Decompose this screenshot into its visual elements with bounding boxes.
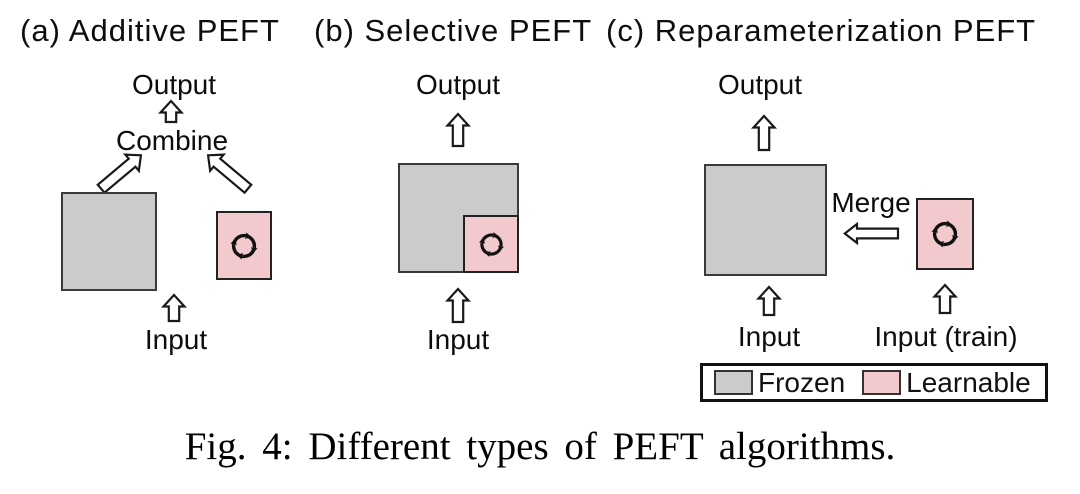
up-arrow-icon bbox=[932, 283, 958, 315]
learnable-legend-label: Learnable bbox=[906, 366, 1031, 398]
learnable-module-box bbox=[916, 198, 974, 270]
panel-a-input-label: Input bbox=[144, 324, 208, 355]
panel-a-output-label: Output bbox=[131, 69, 217, 100]
up-arrow-icon bbox=[756, 285, 782, 317]
panel-b-input-label: Input bbox=[426, 324, 490, 355]
cycle-arrows-icon bbox=[926, 215, 964, 253]
diagonal-arrow-icon bbox=[92, 145, 150, 199]
cycle-arrows-icon bbox=[225, 227, 263, 265]
panel-b-output-label: Output bbox=[415, 69, 501, 100]
panel-c-input-train-label: Input (train) bbox=[874, 321, 1018, 352]
frozen-swatch bbox=[714, 370, 753, 395]
left-arrow-icon bbox=[843, 221, 900, 246]
merge-label: Merge bbox=[831, 187, 911, 218]
frozen-model-box bbox=[704, 164, 827, 276]
up-arrow-icon bbox=[158, 99, 184, 124]
up-arrow-icon bbox=[751, 114, 777, 152]
panel-a-combine-label: Combine bbox=[115, 125, 229, 156]
panel-c-input-label: Input bbox=[737, 321, 801, 352]
up-arrow-icon bbox=[445, 287, 471, 324]
up-arrow-icon bbox=[161, 293, 187, 323]
learnable-module-box bbox=[216, 211, 272, 280]
frozen-legend-label: Frozen bbox=[758, 366, 846, 398]
panel-a-title: (a) Additive PEFT bbox=[20, 13, 280, 48]
learnable-submodule-box bbox=[463, 215, 519, 273]
diagonal-arrow-icon bbox=[199, 145, 257, 199]
cycle-arrows-icon bbox=[474, 227, 509, 262]
panel-b-title: (b) Selective PEFT bbox=[314, 13, 593, 48]
learnable-swatch bbox=[862, 370, 902, 395]
panel-c-title: (c) Reparameterization PEFT bbox=[606, 13, 1037, 48]
legend: Frozen Learnable bbox=[700, 363, 1048, 402]
up-arrow-icon bbox=[445, 112, 471, 148]
figure-caption: Fig. 4: Different types of PEFT algorith… bbox=[184, 425, 896, 468]
panel-c-output-label: Output bbox=[717, 69, 803, 100]
frozen-model-box bbox=[61, 192, 157, 291]
